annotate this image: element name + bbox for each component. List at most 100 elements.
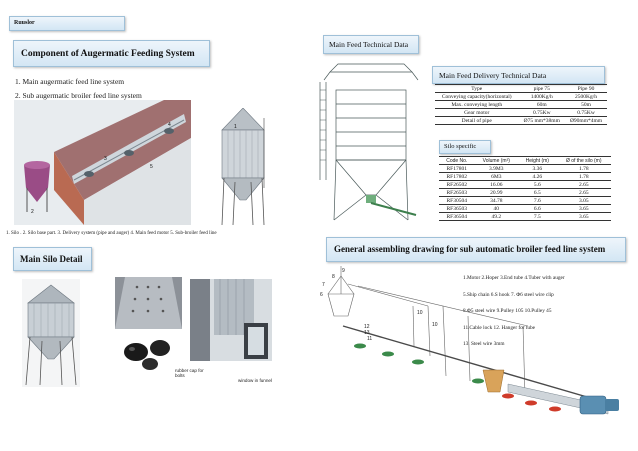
table-cell: Ø75 mm*38mm bbox=[518, 116, 566, 125]
tall-silo-illustration: 1 bbox=[221, 108, 265, 225]
table-cell: RF36503 bbox=[439, 204, 475, 213]
brand-tag: Ruuslor bbox=[9, 16, 125, 31]
table-row: Max. conveying length 60m 50m bbox=[435, 100, 607, 109]
component-legend: 1. Silo . 2. Silo base part. 3. Delivery… bbox=[6, 231, 217, 236]
component-list: 1. Main augermatic feed line system 2. S… bbox=[15, 75, 142, 103]
table-cell: RF26503 bbox=[439, 188, 475, 197]
delivery-table: Type pipe 75 Pipe 90 Conveying capacity(… bbox=[435, 84, 607, 125]
assembly-note: 13. Steel wire 3mm bbox=[463, 341, 505, 347]
funnel-window-caption: window in funnel bbox=[238, 378, 272, 383]
table-cell: Max. conveying length bbox=[435, 100, 519, 109]
main-feed-title: Main Feed Technical Data bbox=[323, 35, 419, 54]
component-title: Component of Augermatic Feeding System bbox=[13, 40, 210, 67]
table-cell: 3.65 bbox=[556, 204, 611, 213]
table-cell: RF17801 bbox=[439, 164, 475, 173]
assembly-drawing: 9 8 7 6 12 13 11 10 10 bbox=[320, 266, 619, 415]
table-cell: RF30504 bbox=[439, 196, 475, 205]
poultry-house-illustration: 2 3 4 5 bbox=[14, 100, 191, 225]
list-item: 1. Main augermatic feed line system bbox=[15, 77, 125, 86]
image-label: 5 bbox=[150, 164, 153, 170]
assembly-note: 1.Motor 2.Hoper 3.End tube 4.Tuber with … bbox=[463, 275, 565, 281]
table-cell: Ø90mm*4mm bbox=[565, 116, 607, 125]
funnel-window-photo bbox=[190, 279, 272, 361]
drawing-label: 6 bbox=[320, 292, 323, 298]
table-cell: RF36504 bbox=[439, 212, 475, 221]
assembly-title: General assembling drawing for sub autom… bbox=[326, 237, 626, 262]
drawing-label: 7 bbox=[322, 282, 325, 288]
image-label: 1 bbox=[234, 124, 237, 130]
table-header-row: Code No. Volume (m³) Height (m) Ø of the… bbox=[439, 156, 611, 165]
rubber-cap-caption: rubber cap for bolts bbox=[175, 368, 204, 378]
silo-table: Code No. Volume (m³) Height (m) Ø of the… bbox=[439, 156, 611, 221]
table-row: Gear motor 0.75Kw 0.75Kw bbox=[435, 108, 607, 117]
table-header: Height (m) bbox=[518, 156, 557, 165]
table-cell: Conveying capacity(horizontal) bbox=[435, 92, 519, 101]
table-cell: 6M3 bbox=[474, 172, 519, 181]
table-cell: Detail of pipe bbox=[435, 116, 519, 125]
table-header: Pipe 90 bbox=[565, 84, 607, 93]
table-cell: 60m bbox=[518, 100, 566, 109]
assembly-notes: 1.Motor 2.Hoper 3.End tube 4.Tuber with … bbox=[463, 270, 565, 353]
table-cell: 1.78 bbox=[556, 164, 611, 173]
table-cell: 50m bbox=[565, 100, 607, 109]
drawing-label: 10 bbox=[417, 310, 423, 316]
table-cell: 2.65 bbox=[556, 180, 611, 189]
table-cell: 7.5 bbox=[518, 212, 557, 221]
table-row: RF36504 49.2 7.5 3.65 bbox=[439, 212, 611, 221]
silo-base-photo bbox=[115, 277, 182, 329]
assembly-note: 5.Ship chain 6.S hook 7. Φ6 steel wire c… bbox=[463, 291, 554, 298]
table-cell: 3.36 bbox=[518, 164, 557, 173]
table-cell: 7.6 bbox=[518, 196, 557, 205]
table-row: RF26502 16.06 5.6 2.65 bbox=[439, 180, 611, 189]
table-cell: 6.6 bbox=[518, 204, 557, 213]
main-feed-drawing bbox=[319, 63, 419, 221]
table-cell: 1400Kg/h bbox=[518, 92, 566, 101]
table-row: RF17801 3.9M3 3.36 1.78 bbox=[439, 164, 611, 173]
silo-spec-title: Silo specific bbox=[439, 140, 491, 154]
drawing-label: 8 bbox=[332, 274, 335, 280]
table-row: Detail of pipe Ø75 mm*38mm Ø90mm*4mm bbox=[435, 116, 607, 125]
table-cell: 0.75Kw bbox=[565, 108, 607, 117]
table-cell: 4.26 bbox=[518, 172, 557, 181]
table-cell: 16.06 bbox=[474, 180, 519, 189]
table-header: Type bbox=[435, 84, 519, 93]
table-header: pipe 75 bbox=[518, 84, 566, 93]
table-row: RF26503 20.99 6.5 2.65 bbox=[439, 188, 611, 197]
table-row: Conveying capacity(horizontal) 1400Kg/h … bbox=[435, 92, 607, 101]
assembly-note: 8.Φ5 steel wire 9.Pulley 105 10.Pulley 4… bbox=[463, 308, 552, 314]
silo-detail-photo bbox=[22, 279, 80, 387]
image-label: 2 bbox=[31, 209, 34, 215]
assembly-note: 11.Cable lock 12. Hanger for tube bbox=[463, 324, 536, 331]
table-header-row: Type pipe 75 Pipe 90 bbox=[435, 84, 607, 93]
table-cell: 0.75Kw bbox=[518, 108, 566, 117]
table-cell: 3.65 bbox=[556, 212, 611, 221]
table-cell: 34.78 bbox=[474, 196, 519, 205]
table-cell: 3.05 bbox=[556, 196, 611, 205]
drawing-label: 13 bbox=[364, 330, 370, 336]
table-row: RF17802 6M3 4.26 1.78 bbox=[439, 172, 611, 181]
drawing-label: 12 bbox=[364, 324, 370, 330]
table-header: Ø of the silo (m) bbox=[556, 156, 611, 165]
table-cell: 40 bbox=[474, 204, 519, 213]
table-cell: 3.9M3 bbox=[474, 164, 519, 173]
image-label: 3 bbox=[104, 156, 107, 162]
table-header: Volume (m³) bbox=[474, 156, 519, 165]
silo-detail-title: Main Silo Detail bbox=[13, 247, 92, 271]
table-cell: 6.5 bbox=[518, 188, 557, 197]
table-cell: 5.6 bbox=[518, 180, 557, 189]
table-cell: 1.78 bbox=[556, 172, 611, 181]
table-cell: 20.99 bbox=[474, 188, 519, 197]
table-cell: 49.2 bbox=[474, 212, 519, 221]
table-cell: RF26502 bbox=[439, 180, 475, 189]
table-cell: RF17802 bbox=[439, 172, 475, 181]
table-row: RF36503 40 6.6 3.65 bbox=[439, 204, 611, 213]
drawing-label: 10 bbox=[432, 322, 438, 328]
table-header: Code No. bbox=[439, 156, 475, 165]
drawing-label: 11 bbox=[367, 336, 372, 342]
list-item: 2. Sub augermatic broiler feed line syst… bbox=[15, 91, 142, 100]
drawing-label: 9 bbox=[342, 268, 345, 274]
rubber-cap-photo bbox=[124, 340, 170, 370]
image-label: 4 bbox=[168, 122, 171, 128]
table-cell: 2.65 bbox=[556, 188, 611, 197]
table-cell: Gear motor bbox=[435, 108, 519, 117]
